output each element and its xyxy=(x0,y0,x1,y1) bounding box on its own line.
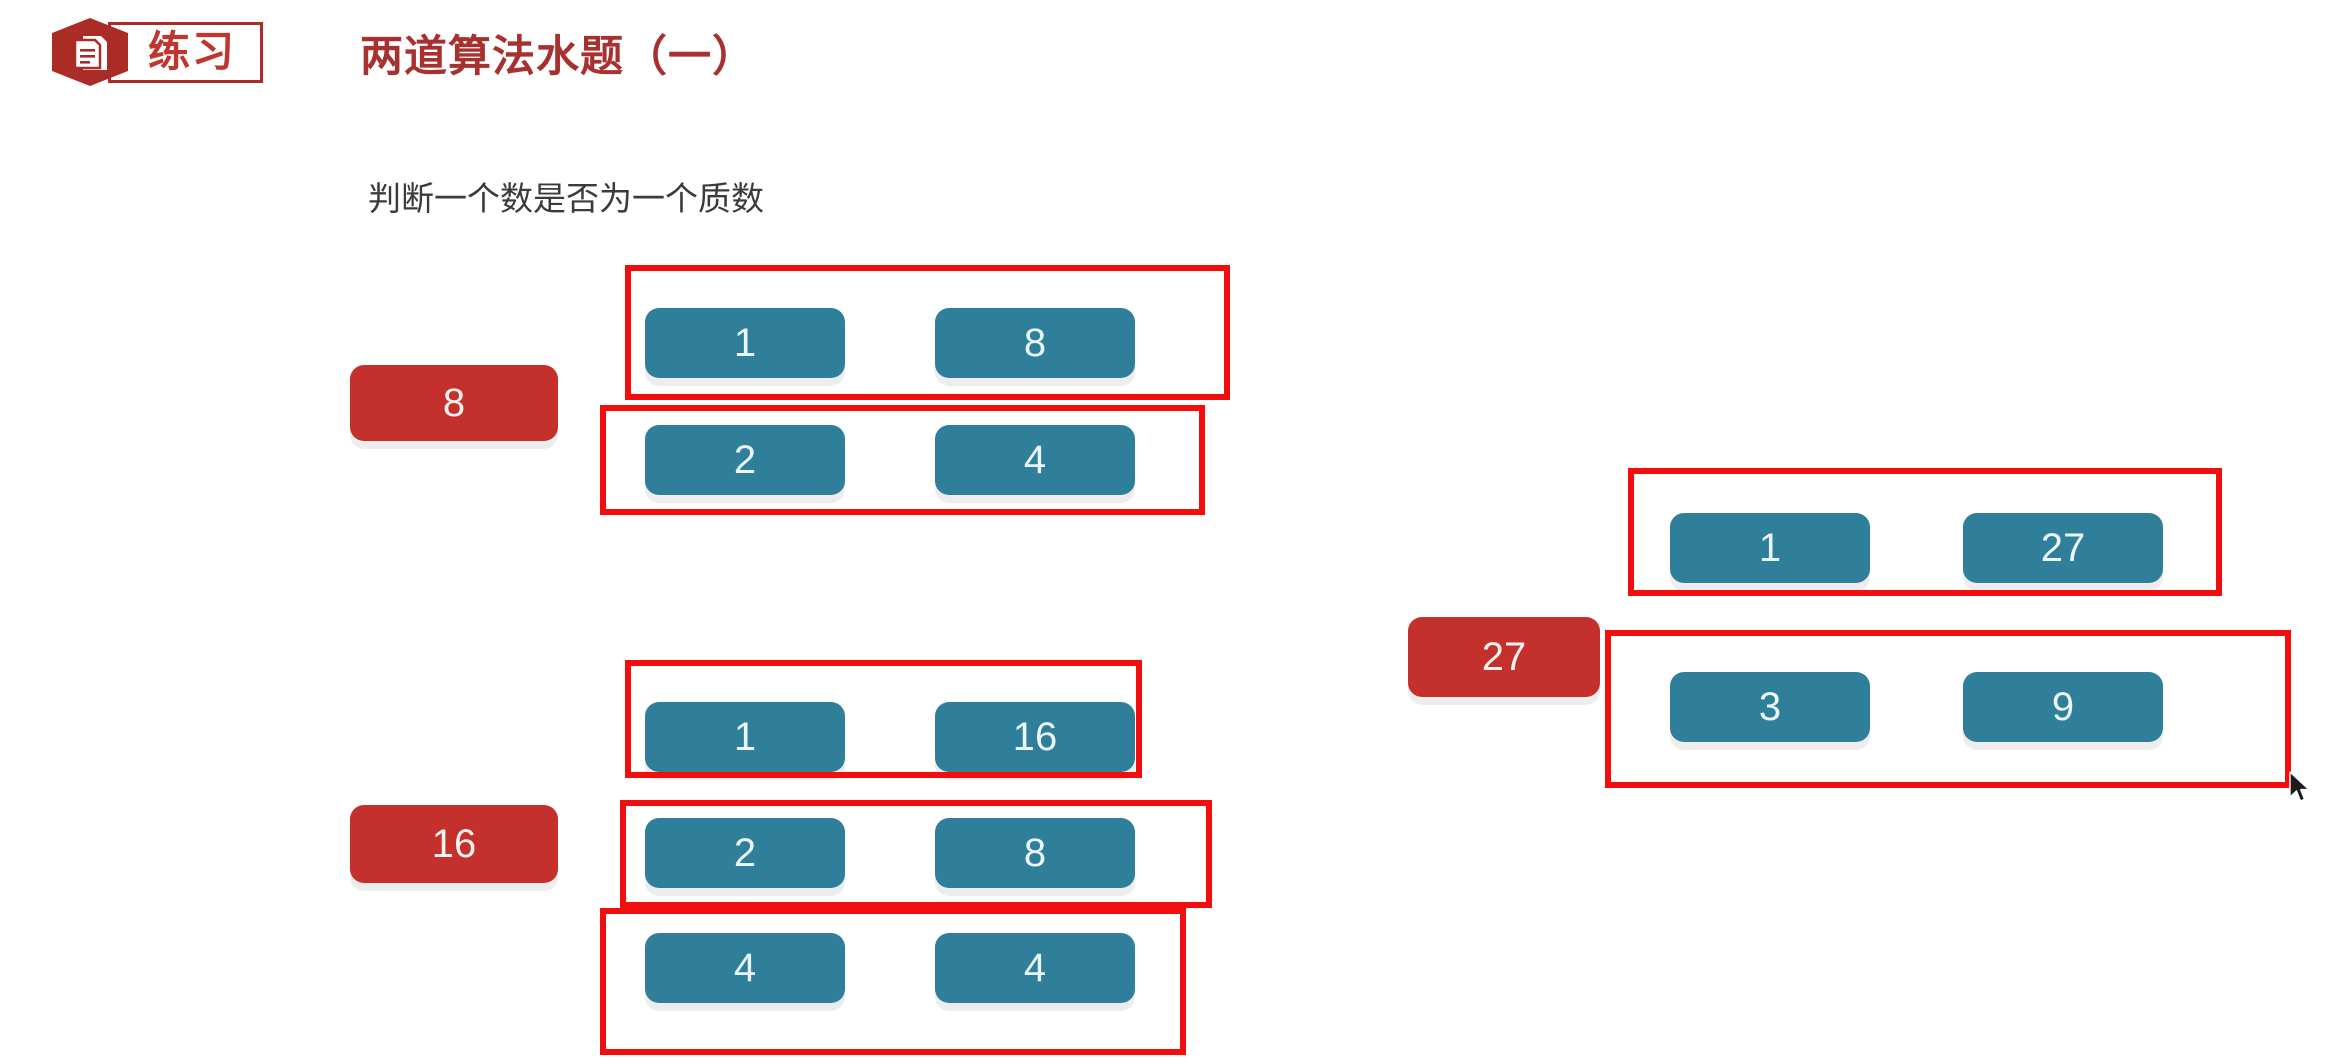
factor-node-16-0-left[interactable]: 1 xyxy=(645,702,845,772)
highlight-box-16-row-1 xyxy=(620,800,1212,908)
factor-node-16-1-right[interactable]: 8 xyxy=(935,818,1135,888)
highlight-box-16-row-0 xyxy=(625,660,1142,778)
subtitle-text: 判断一个数是否为一个质数 xyxy=(368,180,764,217)
root-pill-27[interactable]: 27 xyxy=(1408,617,1600,697)
factor-node-27-1-right[interactable]: 9 xyxy=(1963,672,2163,742)
practice-badge: 练习 xyxy=(52,18,312,86)
highlight-box-8-row-1 xyxy=(600,405,1205,515)
factor-node-8-1-right[interactable]: 4 xyxy=(935,425,1135,495)
factor-node-27-0-left[interactable]: 1 xyxy=(1670,513,1870,583)
highlight-box-27-row-0 xyxy=(1628,468,2222,596)
factor-node-16-1-left[interactable]: 2 xyxy=(645,818,845,888)
practice-badge-frame xyxy=(108,22,263,83)
factor-node-8-1-left[interactable]: 2 xyxy=(645,425,845,495)
factor-node-27-1-left[interactable]: 3 xyxy=(1670,672,1870,742)
root-pill-16[interactable]: 16 xyxy=(350,805,558,883)
factor-node-8-0-left[interactable]: 1 xyxy=(645,308,845,378)
mouse-pointer-icon xyxy=(2288,770,2314,806)
root-pill-8[interactable]: 8 xyxy=(350,365,558,441)
factor-node-16-0-right[interactable]: 16 xyxy=(935,702,1135,772)
factor-node-27-0-right[interactable]: 27 xyxy=(1963,513,2163,583)
slide-header: 练习 两道算法水题（一） xyxy=(0,0,2343,110)
document-icon xyxy=(71,32,111,74)
highlight-box-16-row-2 xyxy=(600,908,1186,1055)
factor-node-8-0-right[interactable]: 8 xyxy=(935,308,1135,378)
highlight-box-27-row-1 xyxy=(1605,630,2291,788)
factor-node-16-2-right[interactable]: 4 xyxy=(935,933,1135,1003)
factor-node-16-2-left[interactable]: 4 xyxy=(645,933,845,1003)
practice-badge-label: 练习 xyxy=(147,28,236,75)
highlight-box-8-row-0 xyxy=(625,265,1230,400)
page-title: 两道算法水题（一） xyxy=(360,33,756,81)
